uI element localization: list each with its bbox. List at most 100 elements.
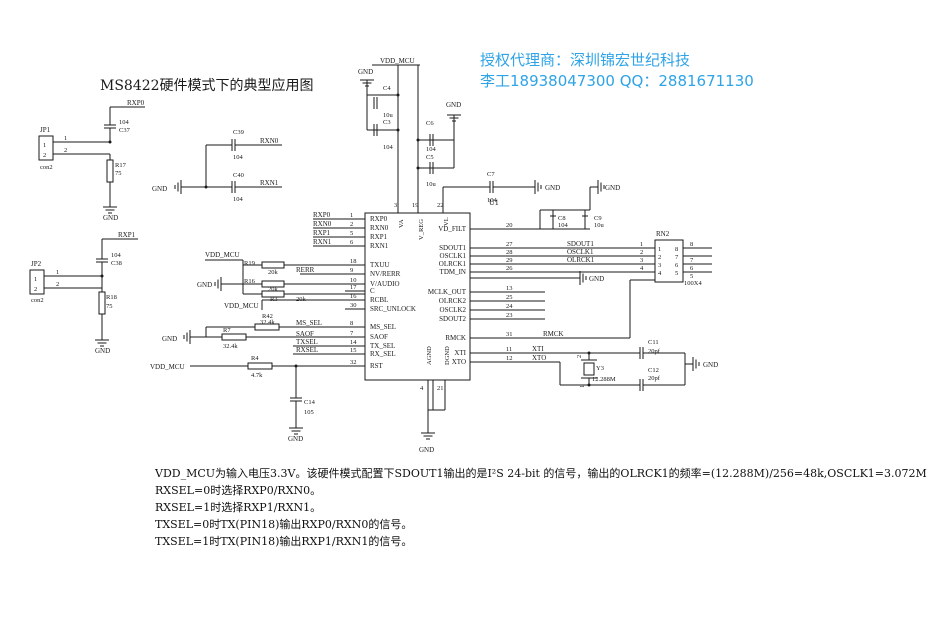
svg-text:10u: 10u: [594, 222, 605, 229]
notes-block: VDD_MCU为输入电压3.3V。该硬件模式配置下SDOUT1输出的是I²S 2…: [155, 465, 927, 550]
svg-text:VDD_MCU: VDD_MCU: [224, 302, 259, 310]
pin-name: SRC_UNLOCK: [370, 305, 416, 313]
svg-text:4.7k: 4.7k: [251, 372, 263, 379]
svg-text:GND: GND: [589, 275, 604, 283]
svg-text:5: 5: [690, 273, 693, 280]
pin-name: SAOF: [370, 333, 388, 341]
svg-text:C11: C11: [648, 339, 659, 346]
pin-name: TXUU: [370, 261, 389, 269]
pin-num-3: 3: [394, 202, 397, 209]
pin-num: 8: [350, 320, 353, 327]
svg-text:104: 104: [119, 119, 130, 126]
svg-text:R7: R7: [223, 327, 231, 334]
contact-line: 李工18938047300 QQ：2881671130: [480, 72, 754, 90]
svg-text:3: 3: [658, 262, 661, 269]
pin-num: 10: [350, 277, 357, 284]
svg-text:100X4: 100X4: [684, 280, 702, 287]
svg-text:1: 1: [579, 385, 586, 388]
svg-text:75: 75: [106, 303, 113, 310]
chip-right-pins: 20VD_FILT27SDOUT128OSCLK129OLRCK126TDM_I…: [428, 222, 513, 366]
svg-text:20pf: 20pf: [648, 375, 661, 382]
pin-name: RXP0: [370, 215, 388, 223]
svg-text:10u: 10u: [383, 112, 394, 119]
svg-text:RXN1: RXN1: [260, 179, 279, 187]
pin-num: 7: [350, 330, 354, 337]
pin-num: 16: [350, 293, 357, 300]
svg-text:7: 7: [690, 257, 694, 264]
diagram-title: MS8422硬件模式下的典型应用图: [100, 78, 314, 94]
svg-text:32.4k: 32.4k: [223, 343, 238, 350]
note-line: RXSEL=1时选择RXP1/RXN1。: [155, 501, 322, 514]
svg-text:2: 2: [56, 281, 59, 288]
pin-name: VD_FILT: [438, 225, 466, 233]
pin-num: 23: [506, 312, 513, 319]
svg-text:C5: C5: [426, 154, 434, 161]
svg-text:RXN0: RXN0: [313, 220, 332, 228]
connector-jp1: JP1 1 2 con2 1 2 RXP0 104 C37 R17 75 GND: [38, 99, 145, 222]
pin-name: NV/RERR: [370, 270, 401, 278]
svg-text:8: 8: [690, 241, 693, 248]
svg-text:R17: R17: [115, 162, 127, 169]
pin-name: XTO: [452, 358, 466, 366]
pin-name-dgnd: DGND: [444, 346, 451, 365]
svg-text:6: 6: [690, 265, 694, 272]
svg-text:1: 1: [43, 142, 46, 149]
pin-name: SDOUT1: [439, 244, 466, 252]
svg-text:C8: C8: [558, 215, 566, 222]
svg-text:10u: 10u: [426, 181, 437, 188]
svg-text:GND: GND: [162, 335, 177, 343]
pin-name: XTI: [454, 349, 466, 357]
svg-text:R4: R4: [251, 355, 259, 362]
svg-text:104: 104: [383, 144, 394, 151]
svg-text:4: 4: [658, 270, 662, 277]
svg-text:con2: con2: [31, 297, 44, 304]
svg-text:C9: C9: [594, 215, 602, 222]
svg-text:C4: C4: [383, 85, 391, 92]
resistor-network-rn2: SDOUT1 OSCLK1 OLRCK1 1 2 3 4 RN2 1 2 3 4…: [470, 230, 712, 339]
pin-name: RST: [370, 362, 384, 370]
pin-name: TX_SEL: [370, 342, 395, 350]
svg-text:C14: C14: [304, 399, 316, 406]
pin-name-agnd: AGND: [426, 346, 433, 365]
svg-text:OLRCK1: OLRCK1: [567, 256, 595, 264]
pin-num: 9: [350, 267, 353, 274]
svg-text:104: 104: [558, 222, 569, 229]
pin-num: 25: [506, 294, 513, 301]
agent-line: 授权代理商：深圳锦宏世纪科技: [480, 51, 691, 69]
connector-jp2: JP2 1 2 con2 1 2 RXP1 104 C38 R18 75 GND: [29, 231, 138, 355]
pin-name: V/AUDIO: [370, 280, 400, 288]
svg-text:2: 2: [640, 249, 643, 256]
note-line: TXSEL=1时TX(PIN18)输出RXP1/RXN1的信号。: [155, 535, 413, 548]
svg-text:TXSEL: TXSEL: [296, 338, 318, 346]
pin-name: OSCLK1: [440, 252, 467, 260]
svg-text:104: 104: [487, 197, 498, 204]
svg-text:C12: C12: [648, 367, 659, 374]
rxn-coupling-caps: GND C39 104 RXN0 C40 104 RXN1: [152, 129, 282, 203]
svg-text:C39: C39: [233, 129, 244, 136]
pin-num: 2: [350, 221, 353, 228]
gnd-label: GND: [419, 446, 434, 454]
svg-text:C6: C6: [426, 120, 434, 127]
pin-num: 29: [506, 257, 513, 264]
svg-text:RN2: RN2: [656, 230, 670, 238]
svg-text:105: 105: [304, 409, 314, 416]
svg-text:1: 1: [658, 246, 661, 253]
svg-text:2: 2: [658, 254, 661, 261]
note-line: VDD_MCU为输入电压3.3V。该硬件模式配置下SDOUT1输出的是I²S 2…: [155, 467, 927, 480]
svg-text:20pf: 20pf: [648, 348, 661, 355]
svg-text:MS_SEL: MS_SEL: [296, 319, 322, 327]
svg-text:RXN1: RXN1: [313, 238, 332, 246]
pin-name: MS_SEL: [370, 323, 396, 331]
svg-text:R18: R18: [106, 294, 117, 301]
pin-name-vreg: V_REG: [418, 219, 425, 240]
svg-text:8: 8: [675, 246, 678, 253]
svg-text:2: 2: [34, 286, 37, 293]
svg-text:RXP1: RXP1: [118, 231, 136, 239]
svg-text:Y3: Y3: [596, 365, 604, 372]
crystal-y3: XTI XTO 2 1 Y3 12.288M GND C11 20pf C12 …: [470, 339, 718, 391]
svg-text:7: 7: [675, 254, 679, 261]
svg-text:C38: C38: [111, 260, 122, 267]
vdfilt-caps: GND C8 104 C9 10u: [470, 179, 620, 230]
svg-text:104: 104: [233, 154, 244, 161]
svg-text:GND: GND: [358, 68, 373, 76]
